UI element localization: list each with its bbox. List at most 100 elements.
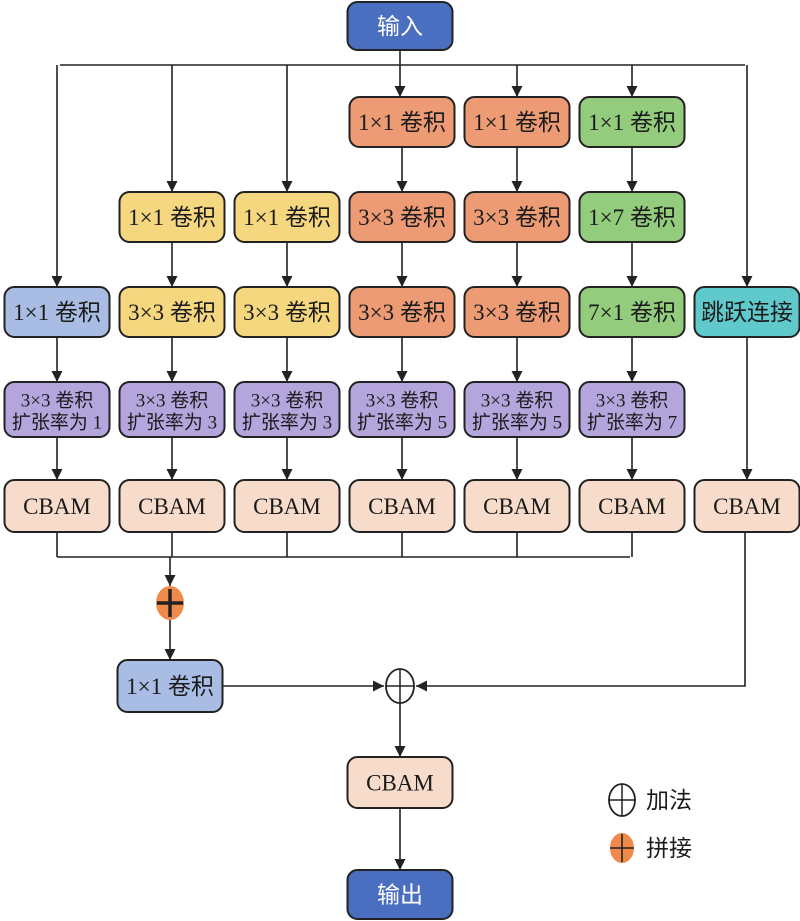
legend-add-label: 加法 <box>646 788 692 813</box>
branch-4-layer-block: 3×3 卷积 <box>463 286 571 338</box>
branch-5-layer-block-label: 1×1 卷积 <box>588 110 676 135</box>
branch-0-cbam-block-shape <box>3 479 111 533</box>
legend-concat-icon <box>610 833 634 863</box>
branch-4-layer-block-shape <box>463 96 571 148</box>
skip-to-add-arrow <box>416 532 746 692</box>
branch-2-layer-block: 1×1 卷积 <box>233 191 341 243</box>
branch-0-cbam-block-label: CBAM <box>23 494 91 519</box>
branch-2-layer-block: 3×3 卷积 <box>233 286 341 338</box>
input-node: 输入 <box>346 1 454 51</box>
branch-2-cbam-block: CBAM <box>233 479 341 533</box>
branch-2-layer-block-shape <box>233 191 341 243</box>
branch-5-cbam-block-label: CBAM <box>598 494 666 519</box>
legend-concat-label: 拼接 <box>646 836 692 861</box>
branch-4-cbam-block: CBAM <box>463 479 571 533</box>
branch-3-cbam-block: CBAM <box>348 479 456 533</box>
branch-3-layer-block-label: 1×1 卷积 <box>358 110 446 135</box>
branch-5-layer-block: 1×7 卷积 <box>578 191 686 243</box>
branch-4-layer-block: 1×1 卷积 <box>463 96 571 148</box>
branch-5-layer-block: 1×1 卷积 <box>578 96 686 148</box>
branch-3-layer-block-shape <box>348 96 456 148</box>
branch-5-cbam-block: CBAM <box>578 479 686 533</box>
branch-2-layer-block-label: 3×3 卷积 <box>251 390 323 412</box>
branch-1-layer-block-label: 1×1 卷积 <box>128 205 216 230</box>
branch-3-layer-block: 3×3 卷积 <box>348 286 456 338</box>
fusion-conv-block-label: 1×1 卷积 <box>126 674 214 699</box>
branch-3-cbam-block-label: CBAM <box>368 494 436 519</box>
branch-5-layer-block-shape <box>578 96 686 148</box>
branch-3-layer-block-shape <box>348 381 456 438</box>
branch-2-cbam-block-label: CBAM <box>253 494 321 519</box>
branch-0-cbam-block: CBAM <box>3 479 111 533</box>
branch-6-cbam-block-label: CBAM <box>713 494 781 519</box>
branch-3-layer-block-label: 3×3 卷积 <box>358 300 446 325</box>
branch-4-cbam-block-shape <box>463 479 571 533</box>
add-icon <box>385 668 415 704</box>
branch-4-layer-block-shape <box>463 381 571 438</box>
branch-4-layer-block-label: 3×3 卷积 <box>481 390 553 412</box>
branch-5-cbam-block-shape <box>578 479 686 533</box>
branch-2-layer-block-shape <box>233 286 341 338</box>
branch-1-layer-block-label: 扩张率为 3 <box>127 412 217 434</box>
branch-0-layer-block-label: 扩张率为 1 <box>12 412 102 434</box>
branch-4-layer-block: 3×3 卷积 <box>463 191 571 243</box>
branch-5-layer-block: 7×1 卷积 <box>578 286 686 338</box>
input-node-label: 输入 <box>377 14 423 39</box>
branch-4-layer-block-label: 扩张率为 5 <box>472 412 562 434</box>
branch-1-cbam-block: CBAM <box>118 479 226 533</box>
branch-1-layer-block-shape <box>118 191 226 243</box>
branch-1-layer-block: 3×3 卷积 <box>118 286 226 338</box>
branch-4-layer-block-shape <box>463 191 571 243</box>
concat-icon <box>156 586 184 620</box>
branch-5-layer-block-shape <box>578 381 686 438</box>
branch-1-layer-block-shape <box>118 381 226 438</box>
final-cbam-block-label: CBAM <box>366 771 434 796</box>
fusion-conv-block: 1×1 卷积 <box>116 659 224 713</box>
branch-5-layer-block-shape <box>578 286 686 338</box>
branch-4-layer-block-shape <box>463 286 571 338</box>
branch-0-layer-block-shape <box>3 381 111 438</box>
branch-2-layer-block-shape <box>233 381 341 438</box>
branch-0-layer-block-label: 1×1 卷积 <box>13 300 101 325</box>
branch-1-layer-block: 1×1 卷积 <box>118 191 226 243</box>
branch-1-layer-block-shape <box>118 286 226 338</box>
branch-2-layer-block-label: 扩张率为 3 <box>242 412 332 434</box>
branch-4-layer-block-label: 3×3 卷积 <box>473 300 561 325</box>
branch-4-layer-block-label: 1×1 卷积 <box>473 110 561 135</box>
branch-3-layer-block-label: 3×3 卷积 <box>366 390 438 412</box>
output-node: 输出 <box>346 869 454 920</box>
branch-2-layer-block-label: 3×3 卷积 <box>243 300 331 325</box>
branch-5-layer-block-label: 扩张率为 7 <box>587 412 677 434</box>
branch-3-layer-block: 3×3 卷积 <box>348 191 456 243</box>
branch-6-layer-block: 跳跃连接 <box>693 286 800 338</box>
branch-3-layer-block-label: 扩张率为 5 <box>357 412 447 434</box>
connectors <box>51 50 753 870</box>
fusion-conv-block-shape <box>116 659 224 713</box>
branch-3-layer-block-shape <box>348 191 456 243</box>
branch-1-cbam-block-label: CBAM <box>138 494 206 519</box>
output-node-label: 输出 <box>377 883 423 908</box>
branch-6-cbam-block: CBAM <box>693 479 800 533</box>
branch-2-layer-block-label: 1×1 卷积 <box>243 205 331 230</box>
output-node-shape <box>346 869 454 920</box>
branch-5-layer-block-label: 7×1 卷积 <box>588 300 676 325</box>
input-node-shape <box>346 1 454 51</box>
branch-3-layer-block-shape <box>348 286 456 338</box>
branch-1-layer-block-label: 3×3 卷积 <box>128 300 216 325</box>
branch-2-cbam-block-shape <box>233 479 341 533</box>
final-cbam-block: CBAM <box>346 756 454 809</box>
branch-0-layer-block: 1×1 卷积 <box>3 286 111 338</box>
branch-5-layer-block-shape <box>578 191 686 243</box>
branch-0-layer-block-shape <box>3 286 111 338</box>
branch-0-layer-block-label: 3×3 卷积 <box>21 390 93 412</box>
branch-6-layer-block-label: 跳跃连接 <box>701 300 793 325</box>
